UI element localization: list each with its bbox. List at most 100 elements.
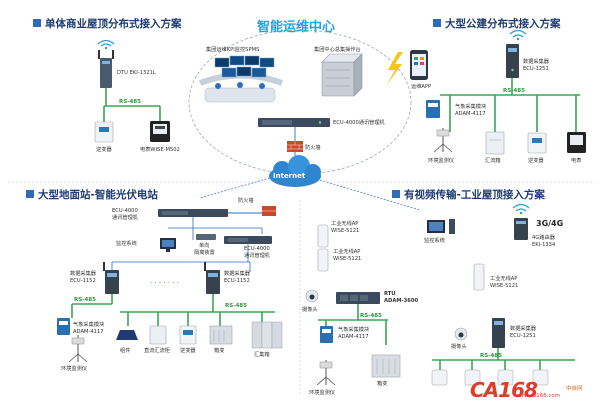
br-monitor-label: 监控系统 bbox=[424, 238, 445, 244]
bl-monitor-pc bbox=[160, 238, 176, 252]
tr-weather-label: 气象采集模块 bbox=[455, 104, 487, 110]
br-ap1-label: 工业无线AP bbox=[331, 221, 359, 227]
bl-transformer-label: 箱变 bbox=[214, 348, 225, 354]
c-firewall-label: 防火墙 bbox=[305, 145, 321, 151]
br-rtu-model: ADAM-3600 bbox=[384, 298, 419, 304]
br-rs485-right-label: RS-485 bbox=[480, 353, 502, 359]
watermark-brand: CA168 bbox=[470, 378, 538, 402]
br-4g-label: 3G/4G bbox=[536, 219, 564, 228]
kpi-monitor-wall bbox=[198, 55, 284, 103]
tl-inverter-device bbox=[94, 121, 114, 143]
br-weather-module bbox=[320, 326, 333, 343]
br-router-model: EKI-1334 bbox=[532, 242, 556, 248]
watermark-sub: 中自网 bbox=[566, 386, 583, 392]
tr-collector-device bbox=[506, 44, 519, 78]
bl-inverter-label: 逆变器 bbox=[180, 348, 196, 354]
bl-dc-cabinet bbox=[149, 325, 167, 345]
tl-dtu-label: DTU EKI-1321L bbox=[117, 70, 156, 76]
lightning-icon bbox=[386, 52, 403, 86]
br-ap-1 bbox=[317, 224, 329, 248]
br-transformer bbox=[371, 354, 401, 378]
br-env-label: 环境监测仪 bbox=[309, 390, 335, 396]
bl-weather-model: ADAM-4117 bbox=[73, 329, 104, 335]
bl-isolation-label: 单向 bbox=[199, 243, 210, 249]
tr-weather-module bbox=[426, 100, 440, 118]
bl-ecu-b-label: ECU-4000 bbox=[244, 246, 270, 252]
tr-weather-model: ADAM-4117 bbox=[455, 111, 486, 117]
br-collector-device bbox=[492, 318, 505, 348]
bl-rs485-right bbox=[120, 294, 275, 326]
bl-ecu-label: ECU-4000 bbox=[112, 208, 138, 214]
bl-ecu-b-label-2: 通讯管理机 bbox=[244, 253, 270, 259]
bl-inverter-device bbox=[179, 325, 197, 345]
bl-collector-1 bbox=[103, 262, 119, 294]
c-app-label: 运维APP bbox=[411, 84, 432, 90]
platform-server bbox=[321, 53, 363, 97]
tr-rs485-label: RS-485 bbox=[503, 88, 525, 94]
bl-dots: · · · · · · · bbox=[150, 279, 179, 287]
bl-env-label: 环境监测仪 bbox=[61, 366, 87, 372]
bl-firewall-label: 防火墙 bbox=[238, 198, 254, 204]
br-camera2-label: 摄像头 bbox=[451, 344, 467, 350]
title-top-right: 大型公建分布式接入方案 bbox=[433, 16, 561, 31]
bl-firewall-icon bbox=[262, 206, 276, 216]
bl-weather-module bbox=[57, 318, 70, 335]
bl-isolation-label-2: 隔离装置 bbox=[194, 250, 215, 256]
firewall-icon bbox=[287, 141, 303, 152]
bl-rs485-right-label: RS-485 bbox=[225, 303, 247, 309]
c-kpi-label: 集团运维KPI监控SPMS bbox=[206, 47, 260, 53]
br-wifi-icon-top bbox=[512, 203, 530, 215]
br-ap3-label: 工业无线AP bbox=[490, 276, 518, 282]
br-camera-2 bbox=[454, 327, 468, 341]
br-ap2-model: WISE-5121 bbox=[333, 256, 362, 262]
internet-label: Internet bbox=[273, 172, 306, 180]
bl-ecu-rack bbox=[158, 209, 228, 217]
bl-col1-label: 数据采集器 bbox=[70, 271, 96, 277]
bl-col2-label: 数据采集器 bbox=[224, 271, 250, 277]
ecu-4000-rack bbox=[258, 118, 330, 127]
section-icon bbox=[433, 19, 441, 27]
br-ap3-model: WISE-5121 bbox=[490, 283, 519, 289]
bl-transformer bbox=[209, 325, 233, 345]
c-platform-label: 集团中心总集操作台 bbox=[314, 47, 361, 53]
br-transformer-label: 箱变 bbox=[377, 381, 388, 387]
br-router-label: 4G路由器 bbox=[532, 235, 555, 241]
tr-env-monitor bbox=[433, 128, 453, 153]
tr-rs485-line bbox=[440, 78, 580, 132]
phone-icon bbox=[410, 50, 428, 80]
tr-collector-model: ECU-1251 bbox=[523, 66, 549, 72]
tl-meter-device bbox=[150, 121, 170, 142]
tr-inverter-label: 逆变器 bbox=[528, 158, 544, 164]
tr-meter-device bbox=[567, 132, 586, 153]
title-bottom-right: 有视频传输-工业屋顶接入方案 bbox=[392, 187, 545, 202]
br-monitor-pc bbox=[427, 219, 455, 234]
bl-fiber-lines bbox=[111, 244, 251, 272]
br-weather-label: 气象采集模块 bbox=[338, 327, 370, 333]
br-ap-3 bbox=[473, 263, 485, 291]
bl-rs485-left bbox=[71, 294, 113, 318]
tr-meter-label: 电表 bbox=[571, 158, 582, 164]
c-ecu-label: ECU-4000通讯管理机 bbox=[333, 120, 385, 126]
br-inverters bbox=[431, 369, 549, 386]
section-icon bbox=[26, 190, 34, 198]
br-camera1-label: 摄像头 bbox=[302, 307, 318, 313]
br-ap2-label: 工业无线AP bbox=[333, 249, 361, 255]
bl-env-monitor bbox=[68, 335, 88, 363]
bl-col1-model: ECU-1152 bbox=[70, 278, 96, 284]
br-rs485-right bbox=[432, 348, 575, 370]
center-title: 智能运维中心 bbox=[257, 20, 336, 35]
br-ap1-model: WISE-5121 bbox=[331, 228, 360, 234]
bl-combiner-cabinets bbox=[251, 321, 283, 349]
br-router-device bbox=[514, 218, 528, 240]
bl-isolation-device bbox=[196, 234, 216, 240]
link-bl bbox=[199, 177, 271, 199]
bl-monitor-label: 监控系统 bbox=[116, 241, 137, 247]
bl-ecu-rack-b bbox=[224, 236, 272, 244]
br-rtu-label: RTU bbox=[384, 291, 396, 297]
br-env-monitor bbox=[316, 360, 336, 386]
bl-dc-label: 直流汇流柜 bbox=[144, 348, 170, 354]
tl-meter-label: 电表WISE-M502 bbox=[140, 147, 180, 153]
br-rs485-left bbox=[318, 304, 388, 345]
section-icon bbox=[392, 190, 400, 198]
